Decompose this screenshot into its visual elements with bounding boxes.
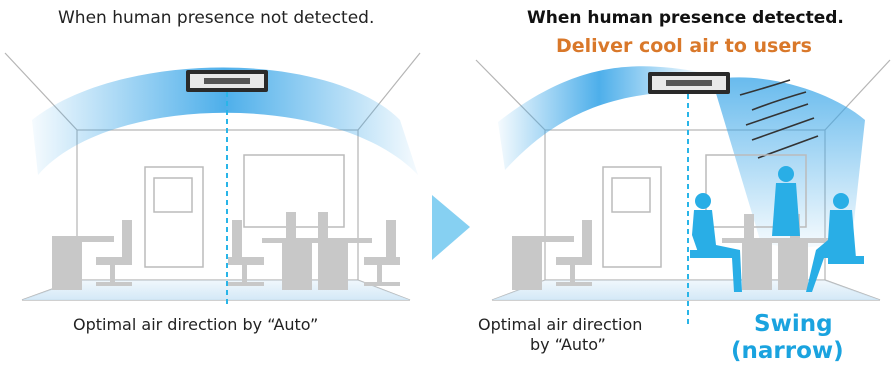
right-room bbox=[475, 59, 891, 325]
right-panel-caption-line2: by “Auto” bbox=[530, 335, 606, 354]
right-panel-subtitle: Deliver cool air to users bbox=[556, 35, 812, 57]
right-ac-unit bbox=[648, 72, 730, 94]
person-left-chair bbox=[690, 250, 726, 258]
swing-label-line2: (narrow) bbox=[731, 338, 844, 364]
person-standing-body bbox=[772, 183, 800, 236]
left-door bbox=[144, 166, 204, 268]
left-ac-unit bbox=[186, 70, 268, 92]
transition-arrow-icon bbox=[432, 195, 470, 260]
right-door bbox=[602, 166, 662, 268]
swing-label-line1: Swing bbox=[754, 311, 833, 337]
left-room bbox=[4, 52, 421, 308]
person-right-head bbox=[833, 193, 849, 209]
right-panel-caption-line1: Optimal air direction bbox=[478, 315, 643, 334]
right-floor bbox=[492, 280, 880, 300]
right-whiteboard bbox=[705, 154, 807, 228]
left-panel-caption: Optimal air direction by “Auto” bbox=[73, 315, 319, 334]
person-left-head bbox=[695, 193, 711, 209]
swing-airflow-cone bbox=[712, 77, 865, 248]
left-panel-title: When human presence not detected. bbox=[58, 8, 375, 28]
person-right-body bbox=[806, 210, 856, 292]
right-furniture bbox=[512, 214, 832, 290]
left-airflow-arc bbox=[32, 67, 418, 175]
person-right-chair bbox=[828, 256, 864, 264]
right-people bbox=[690, 166, 864, 292]
person-standing-head bbox=[778, 166, 794, 182]
left-furniture bbox=[52, 212, 400, 290]
swing-arrows-icon bbox=[739, 79, 819, 159]
right-panel-title: When human presence detected. bbox=[527, 8, 844, 28]
